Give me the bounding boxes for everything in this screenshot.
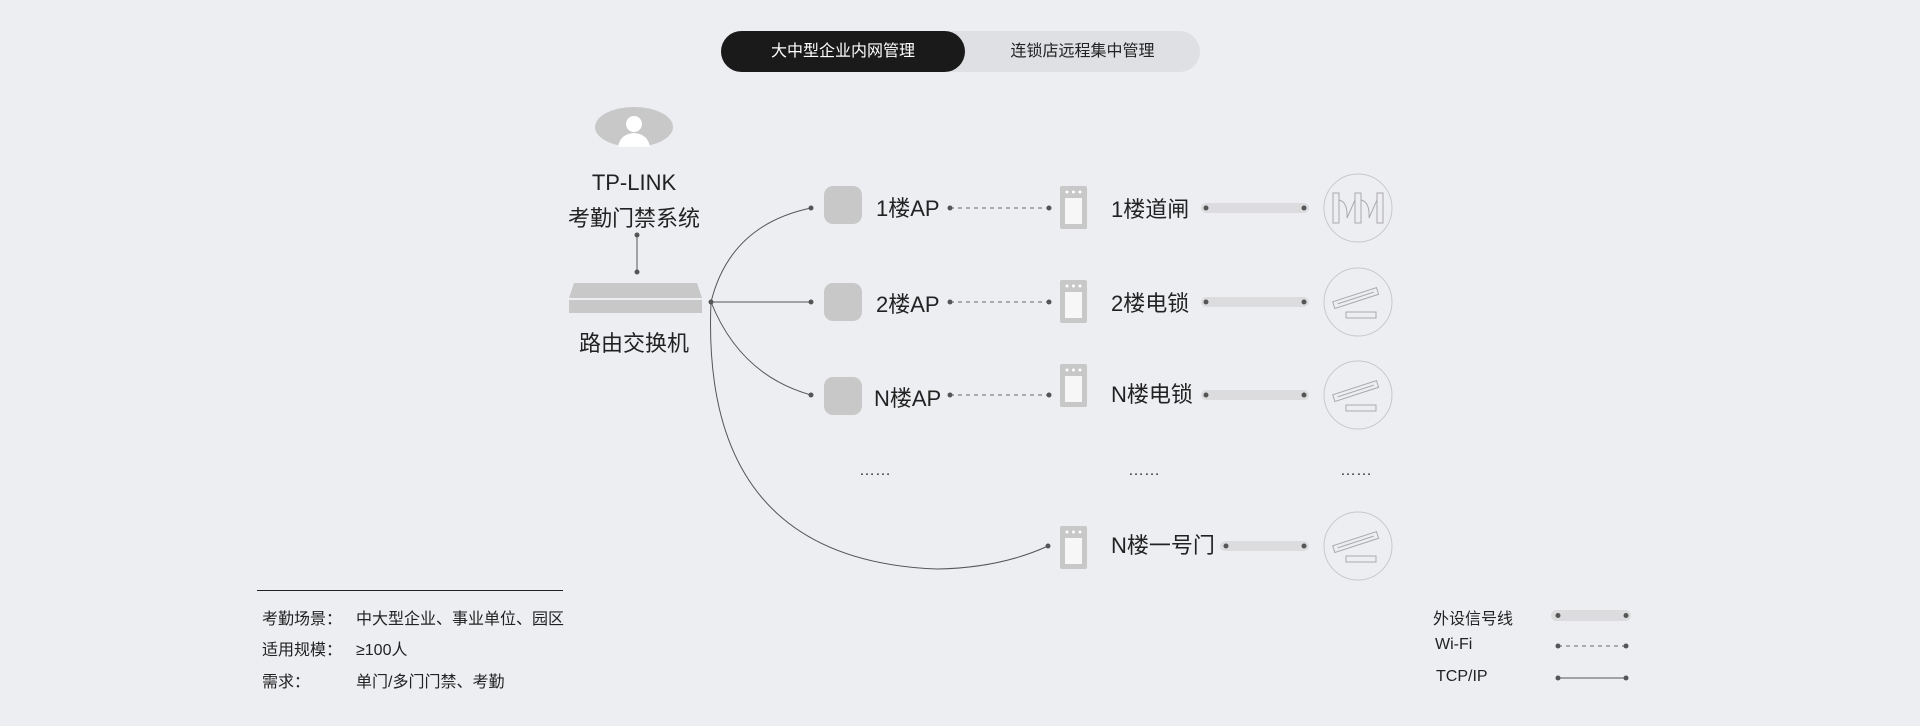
ap-row-n [824,360,1393,430]
ap-row-1 [824,173,1393,243]
ellipsis: …… [1340,462,1372,479]
device-label: N楼一号门 [1111,533,1215,558]
legend-label: Wi-Fi [1435,636,1473,653]
access-point-icon [824,283,862,321]
ap-label: N楼AP [874,386,942,411]
ap-row-2 [824,267,1393,337]
legend-label: 外设信号线 [1433,611,1514,628]
info-value: 中大型企业、事业单位、园区 [356,611,565,628]
gate-icon [1323,173,1393,243]
user-avatar-icon [595,107,673,147]
legend-marks [1551,610,1631,681]
info-value: ≥100人 [356,642,408,659]
tab-enterprise-intranet[interactable]: 大中型企业内网管理 [721,31,965,72]
legend-label: TCP/IP [1436,668,1488,685]
device-label: 1楼道闸 [1111,197,1190,222]
info-divider [257,590,563,591]
info-label: 需求： [262,674,311,691]
switch-label: 路由交换机 [578,331,690,356]
info-label: 考勤场景： [262,611,343,628]
electric-lock-icon [1323,511,1393,581]
router-switch-icon [569,283,702,313]
tcp-ip-link [634,232,640,275]
ap-label: 2楼AP [876,292,940,317]
access-control-panel-icon [1060,364,1087,407]
access-point-icon [824,377,862,415]
access-control-panel-icon [1060,526,1087,569]
device-label: 2楼电锁 [1111,291,1190,316]
system-name: 考勤门禁系统 [567,206,701,231]
ellipsis: …… [1128,462,1160,479]
device-label: N楼电锁 [1111,382,1193,407]
info-label: 适用规模： [262,642,343,659]
wired-row [1060,511,1393,581]
ellipsis: …… [859,462,891,479]
access-control-panel-icon [1060,280,1087,323]
system-brand: TP-LINK [591,170,677,195]
tab-chain-store-remote[interactable]: 连锁店远程集中管理 [1010,43,1155,60]
mode-toggle: 大中型企业内网管理 连锁店远程集中管理 [721,31,1200,72]
electric-lock-icon [1323,360,1393,430]
access-control-panel-icon [1060,186,1087,229]
info-value: 单门/多门门禁、考勤 [356,674,505,691]
access-point-icon [824,186,862,224]
ap-label: 1楼AP [876,196,940,221]
electric-lock-icon [1323,267,1393,337]
tcp-ip-links [710,207,1049,570]
